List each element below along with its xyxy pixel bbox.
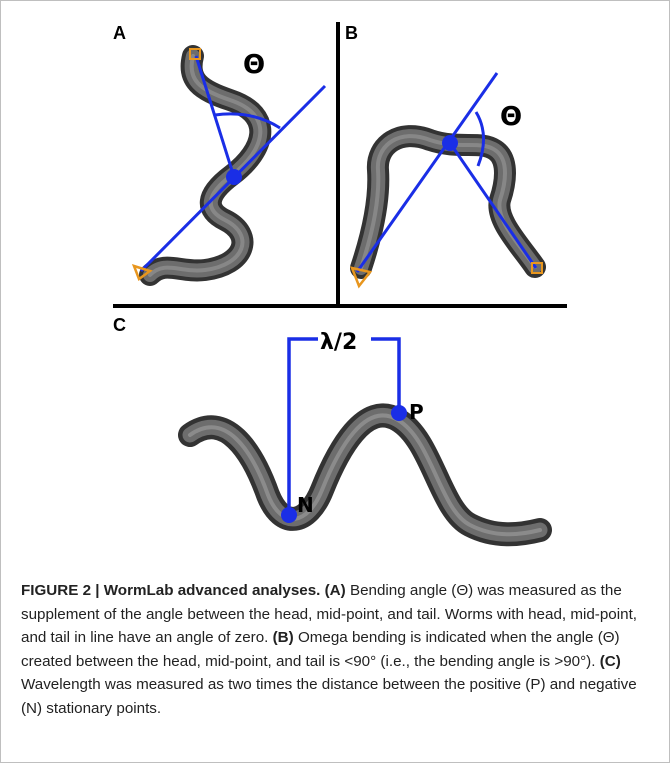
panel-c-n-point	[281, 507, 297, 523]
panel-a-tail-marker	[131, 264, 153, 281]
panel-label-a: A	[113, 23, 126, 43]
panel-c-p-label: P	[409, 400, 424, 424]
panel-a-midpoint-marker	[226, 169, 242, 185]
caption-ref-c: (C)	[599, 652, 621, 670]
panel-c-lambda-label: λ/2	[320, 330, 357, 355]
panel-c-p-point	[391, 405, 407, 421]
caption-figure-label: FIGURE 2 | WormLab advanced analyses.	[21, 582, 321, 599]
caption-text-c: Wavelength was measured as two times the…	[21, 676, 637, 717]
figure-caption: FIGURE 2 | WormLab advanced analyses. (A…	[21, 579, 651, 721]
caption-text-b: Omega bending is indicated when the angl…	[21, 629, 620, 670]
panel-b-angle-lines	[355, 72, 538, 273]
panel-b-worm	[350, 125, 546, 279]
caption-text-a: Bending angle (Θ) was measured as the su…	[21, 582, 638, 647]
panel-b-theta-label: Θ	[500, 102, 522, 132]
panel-c-wavelength-bracket	[287, 337, 401, 515]
panel-c-n-label: N	[297, 493, 314, 517]
panel-a-head-marker	[189, 48, 201, 60]
panel-b-head-marker	[531, 262, 543, 274]
figure-illustration: A B C Θ Θ λ/2 P N	[113, 22, 567, 547]
panel-b-tail-marker	[349, 266, 373, 289]
caption-ref-b: (B)	[272, 629, 294, 647]
panel-c-worm	[178, 403, 552, 547]
caption-ref-a: (A)	[324, 582, 346, 599]
panel-b-midpoint-marker	[442, 135, 458, 151]
panel-label-c: C	[113, 315, 126, 335]
panel-label-b: B	[345, 23, 358, 43]
panel-a-theta-label: Θ	[243, 50, 265, 80]
